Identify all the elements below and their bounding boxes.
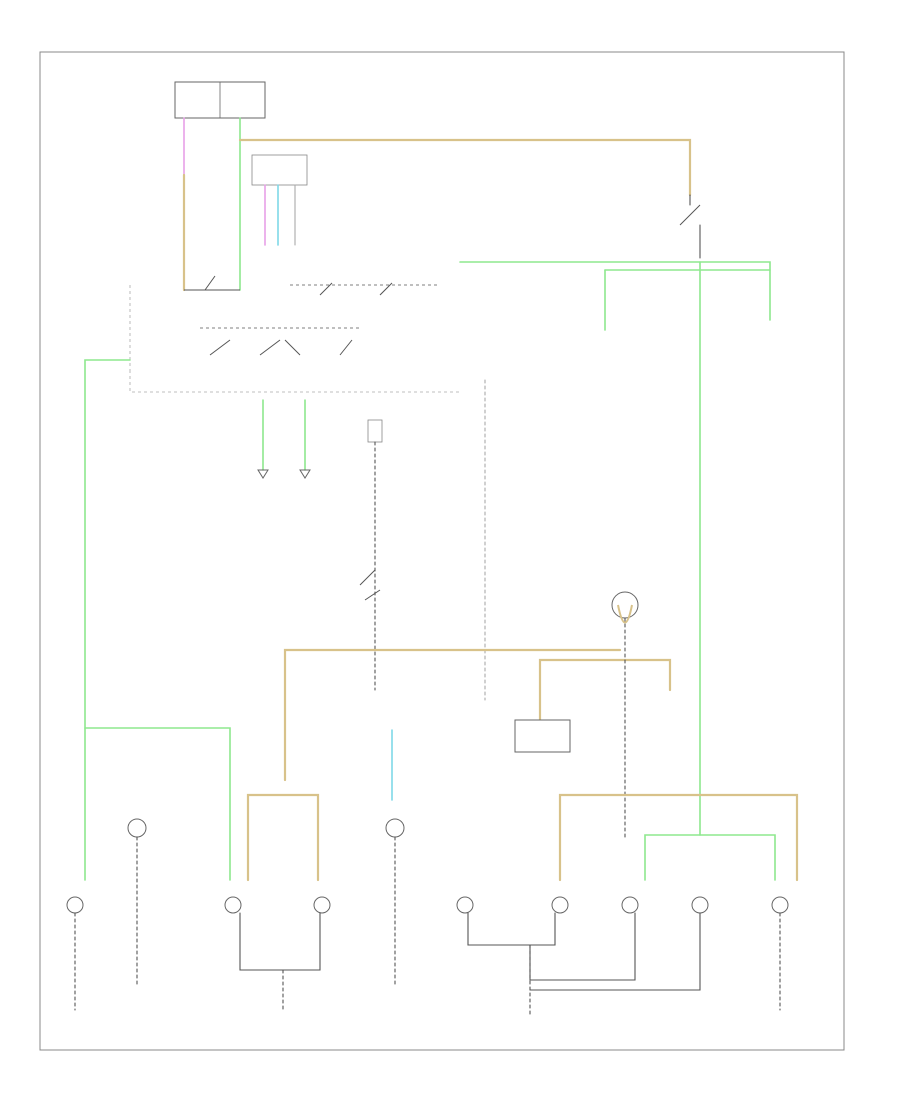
wire-green-horizontal [459,261,771,321]
wire-tan-box-right [558,793,799,882]
wire-tan-right-branch [538,658,672,722]
wire-black-4 [239,912,321,971]
wire-black-6 [467,912,556,946]
lamp-bottom-2 [224,896,242,914]
lamp-bottom-5 [551,896,569,914]
hazard-switch-box [251,154,308,186]
wire-black-7 [529,912,636,981]
relay-module [514,719,571,753]
diagram-border [39,51,845,1051]
lamp-bottom-7 [691,896,709,914]
lamp-bottom-3 [313,896,331,914]
wire-tan-top [238,138,692,197]
wire-black-8 [529,912,701,991]
wire-green-left-long [84,359,131,881]
lamp-bottom-8 [771,896,789,914]
wire-tan-box-left [246,793,320,882]
flasher-switch [359,569,381,601]
fuse-block [174,81,266,119]
flasher-fuse [367,419,383,443]
wire-tan-mid [283,648,622,782]
wire-green-box-right [644,834,776,881]
lamp-left-2 [385,818,405,838]
lamp-bottom-1 [66,896,84,914]
lamp-row [66,818,789,914]
wire-green-bottom-left [84,727,231,881]
flasher-relay-bulb [611,591,639,841]
relay-switch [679,194,701,259]
lamp-bottom-4 [456,896,474,914]
connector-left [257,469,269,479]
connector-right [299,469,311,479]
lamp-left-1 [127,818,147,838]
lamp-bottom-6 [621,896,639,914]
multifunction-switch [129,275,460,393]
